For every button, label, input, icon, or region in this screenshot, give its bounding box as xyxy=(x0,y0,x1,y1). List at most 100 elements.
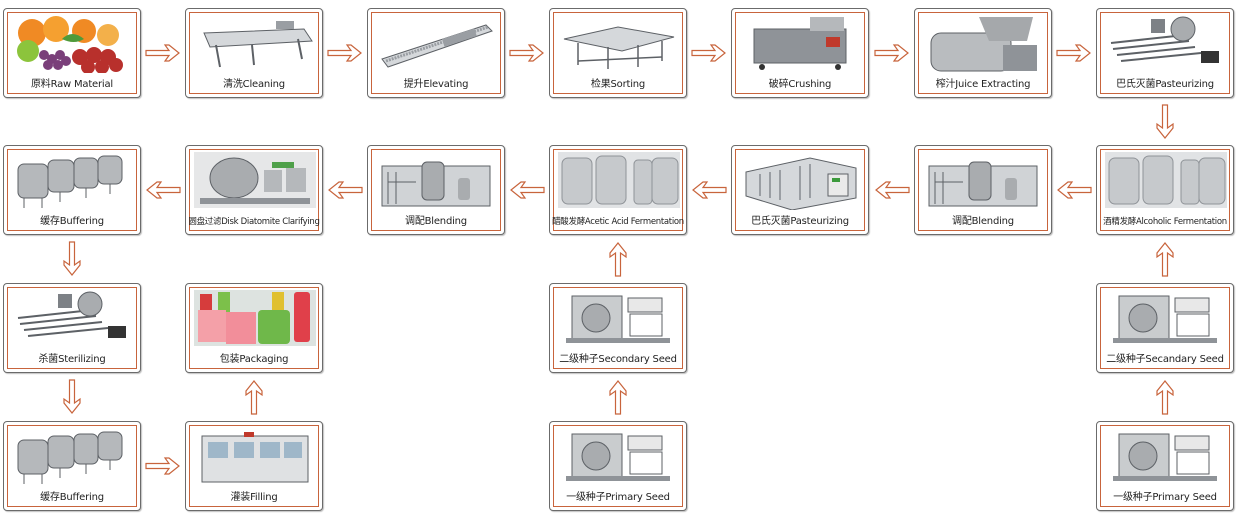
arrow-down-icon xyxy=(54,379,90,415)
step-label: 调配Blending xyxy=(952,216,1014,227)
blending-system-image xyxy=(381,161,491,207)
step-label: 二级种子Secondary Seed xyxy=(559,354,677,365)
elevator-conveyor-image xyxy=(381,24,493,68)
washing-machine-image xyxy=(203,21,313,68)
packaged-drinks-image xyxy=(194,290,316,346)
arrow-right-icon xyxy=(327,35,363,71)
crusher-image xyxy=(753,17,847,70)
arrow-left-icon xyxy=(509,172,545,208)
fermentation-tanks-image xyxy=(1105,152,1227,208)
fermenter-image xyxy=(1113,433,1217,481)
buffer-tanks-image xyxy=(17,155,123,208)
step-inner-border xyxy=(553,149,683,231)
step-box-elevating: 提升Elevating xyxy=(367,8,505,98)
step-inner-border xyxy=(189,12,319,94)
fermenter-image xyxy=(566,433,670,481)
arrow-left-icon xyxy=(691,172,727,208)
step-label: 圆盘过滤Disk Diatomite Clarifying xyxy=(188,217,320,227)
step-inner-border xyxy=(189,425,319,507)
step-box-juice-extracting: 榨汁Juice Extracting xyxy=(914,8,1052,98)
sterilizer-image xyxy=(17,291,126,338)
step-box-buffering-2: 缓存Buffering xyxy=(3,421,141,511)
step-inner-border xyxy=(735,12,865,94)
step-label: 清洗Cleaning xyxy=(223,79,285,90)
step-inner-border xyxy=(553,425,683,507)
step-inner-border xyxy=(918,149,1048,231)
step-inner-border xyxy=(553,12,683,94)
step-label: 一级种子Primary Seed xyxy=(1113,492,1217,503)
step-box-sterilizing: 杀菌Sterilizing xyxy=(3,283,141,373)
step-label: 灌装Filling xyxy=(230,492,278,503)
step-inner-border xyxy=(371,149,501,231)
step-label: 醋酸发酵Acetic Acid Fermentation xyxy=(552,217,684,227)
fruits-image xyxy=(12,15,134,73)
step-inner-border xyxy=(1100,425,1230,507)
step-label: 调配Blending xyxy=(405,216,467,227)
pasteurizer-image xyxy=(1110,16,1219,63)
step-label: 检果Sorting xyxy=(590,79,646,90)
arrow-up-icon xyxy=(600,241,636,277)
arrow-right-icon xyxy=(509,35,545,71)
step-label: 包装Packaging xyxy=(219,354,289,365)
arrow-right-icon xyxy=(873,35,910,71)
step-inner-border xyxy=(7,149,137,231)
step-inner-border xyxy=(7,425,137,507)
step-box-blending-1: 调配Blending xyxy=(914,145,1052,235)
blending-system-image xyxy=(928,161,1038,207)
arrow-right-icon xyxy=(145,35,181,71)
arrow-up-icon xyxy=(1147,379,1183,415)
step-box-pasteurizing-1: 巴氏灭菌Pasteurizing xyxy=(1096,8,1234,98)
arrow-right-icon xyxy=(691,35,727,71)
step-box-primary-seed-1: 一级种子Primary Seed xyxy=(549,421,687,511)
step-box-packaging: 包装Packaging xyxy=(185,283,323,373)
step-box-blending-2: 调配Blending xyxy=(367,145,505,235)
step-inner-border xyxy=(7,287,137,369)
step-label: 缓存Buffering xyxy=(40,492,104,503)
buffer-tanks-image xyxy=(17,431,123,484)
arrow-up-icon xyxy=(600,379,636,415)
step-inner-border xyxy=(189,287,319,369)
arrow-right-icon xyxy=(145,448,181,484)
arrow-down-icon xyxy=(1147,103,1183,140)
step-box-buffering-1: 缓存Buffering xyxy=(3,145,141,235)
step-inner-border xyxy=(735,149,865,231)
step-box-pasteurizing-2: 巴氏灭菌Pasteurizing xyxy=(731,145,869,235)
step-box-secondary-seed-2: 二级种子Secandary Seed xyxy=(1096,283,1234,373)
step-box-filling: 灌装Filling xyxy=(185,421,323,511)
step-box-disk-diatomite-clarifying: 圆盘过滤Disk Diatomite Clarifying xyxy=(185,145,323,235)
step-box-crushing: 破碎Crushing xyxy=(731,8,869,98)
step-inner-border xyxy=(1100,287,1230,369)
step-label: 榨汁Juice Extracting xyxy=(935,79,1031,90)
arrow-left-icon xyxy=(874,172,910,208)
fermenter-image xyxy=(1113,295,1217,343)
step-label: 一级种子Primary Seed xyxy=(566,492,670,503)
arrow-right-icon xyxy=(1056,35,1092,71)
filling-machine-image xyxy=(201,432,309,483)
step-inner-border xyxy=(371,12,501,94)
step-inner-border xyxy=(553,287,683,369)
step-label: 缓存Buffering xyxy=(40,216,104,227)
step-box-acetic-acid-fermentation: 醋酸发酵Acetic Acid Fermentation xyxy=(549,145,687,235)
arrow-left-icon xyxy=(327,172,363,208)
diatomite-filter-image xyxy=(194,152,316,208)
step-label: 杀菌Sterilizing xyxy=(38,354,106,365)
step-label: 提升Elevating xyxy=(403,79,469,90)
plate-pasteurizer-image xyxy=(745,157,857,210)
arrow-left-icon xyxy=(145,172,181,208)
step-box-sorting: 检果Sorting xyxy=(549,8,687,98)
fermentation-tanks-image xyxy=(558,152,680,208)
step-box-primary-seed-2: 一级种子Primary Seed xyxy=(1096,421,1234,511)
step-box-secondary-seed-1: 二级种子Secondary Seed xyxy=(549,283,687,373)
step-label: 酒精发酵Alcoholic Fermentation xyxy=(1103,217,1227,227)
step-inner-border xyxy=(7,12,137,94)
step-label: 原料Raw Material xyxy=(30,79,114,90)
arrow-up-icon xyxy=(1147,241,1183,277)
step-inner-border xyxy=(1100,12,1230,94)
step-label: 二级种子Secandary Seed xyxy=(1106,354,1224,365)
fermenter-image xyxy=(566,295,670,343)
juice-extractor-image xyxy=(930,17,1037,72)
step-box-raw-material: 原料Raw Material xyxy=(3,8,141,98)
step-box-alcoholic-fermentation: 酒精发酵Alcoholic Fermentation xyxy=(1096,145,1234,235)
step-inner-border xyxy=(189,149,319,231)
arrow-down-icon xyxy=(54,241,90,277)
